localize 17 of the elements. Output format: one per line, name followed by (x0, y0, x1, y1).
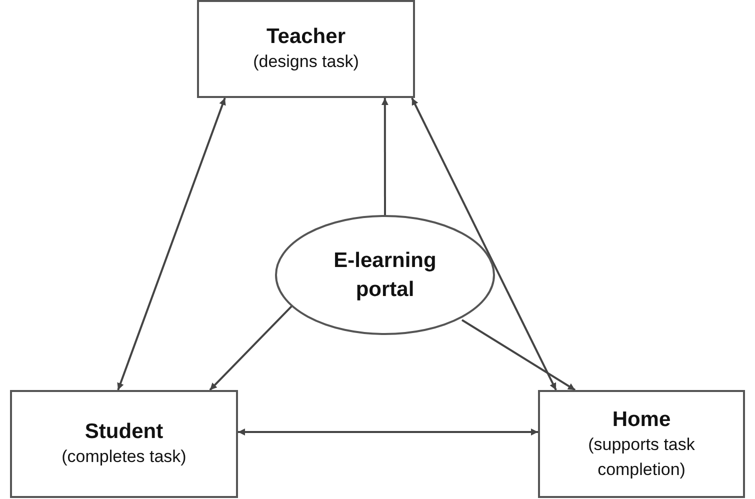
process-box (538, 390, 745, 498)
arrow (381, 98, 388, 215)
process-box (197, 0, 415, 98)
node-description: (completes task) (62, 446, 186, 468)
process-box (10, 390, 238, 498)
node-title: Student (84, 419, 164, 446)
arrow (209, 305, 293, 391)
node-title: Home (612, 406, 671, 433)
node-title: Teacher (266, 24, 346, 50)
portal-ellipse (275, 215, 495, 335)
arrow (117, 98, 226, 390)
arrow (461, 319, 576, 391)
node-description: (designs task) (253, 51, 359, 74)
arrow (238, 428, 538, 436)
arrow (411, 98, 557, 390)
node-label: E-learning portal (332, 248, 438, 303)
node-description: (supports task completion) (587, 434, 696, 481)
